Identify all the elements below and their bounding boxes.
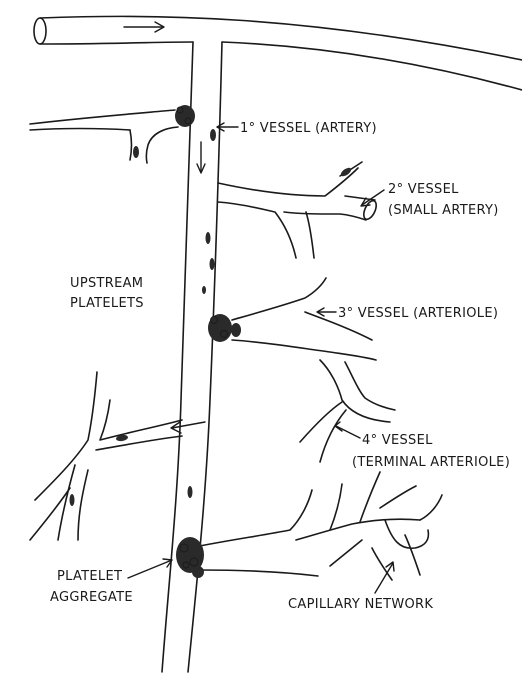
platelet-aggregate-lower [176, 486, 204, 578]
platelet-aggregate-secondary [339, 166, 352, 178]
flow-arrow-left-icon [171, 422, 205, 433]
quaternary-vessel-label: 4° VESSEL [362, 433, 433, 448]
left-lower-branch [30, 372, 182, 540]
primary-vessel-label: 1° VESSEL (ARTERY) [240, 121, 377, 136]
platelet-aggregate-left-lower [70, 434, 129, 506]
flow-arrow-right-icon [124, 22, 164, 32]
platelet-aggregate-upper [175, 105, 216, 141]
secondary-vessel [218, 162, 379, 258]
upstream-platelets-group [202, 232, 215, 294]
aggregate-label: PLATELET [57, 569, 122, 584]
feeding-artery [34, 16, 522, 90]
aggregate-label-arrow [128, 559, 172, 578]
aggregate-sublabel: AGGREGATE [50, 590, 133, 605]
left-upper-branch [30, 110, 178, 163]
quaternary-label-arrow [335, 422, 360, 438]
flow-arrow-down-icon [197, 142, 205, 173]
secondary-vessel-sublabel: (SMALL ARTERY) [388, 203, 499, 218]
capillary-branch [200, 472, 442, 580]
upstream-sublabel: PLATELETS [70, 296, 144, 311]
tertiary-vessel-label: 3° VESSEL (ARTERIOLE) [338, 306, 498, 321]
quaternary-vessel-sublabel: (TERMINAL ARTERIOLE) [352, 455, 510, 470]
capillary-label: CAPILLARY NETWORK [288, 597, 433, 612]
tertiary-label-arrow [317, 308, 336, 316]
upstream-label: UPSTREAM [70, 276, 143, 291]
platelet-aggregate-left-upper [133, 146, 139, 158]
secondary-vessel-label: 2° VESSEL [388, 182, 459, 197]
